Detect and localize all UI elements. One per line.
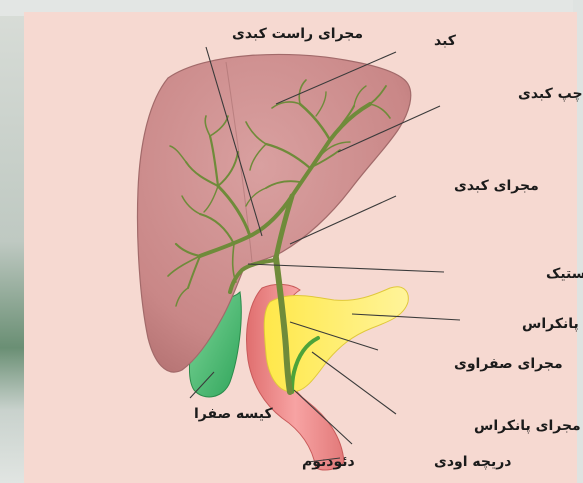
label-pancreatic-duct: مجرای پانکراس — [474, 418, 581, 434]
label-hepatic-duct: مجرای کبدی — [454, 178, 539, 194]
label-gallbladder: کیسه صفرا — [194, 406, 273, 422]
label-right-hepatic-duct: مجرای راست کبدی — [232, 26, 363, 42]
label-ampulla: دریچه اودی — [434, 454, 511, 470]
label-cystic-duct: مجرای کیستیک — [546, 266, 583, 282]
leader-pancreatic-duct — [312, 352, 396, 414]
label-bile-duct: مجرای صفراوی — [454, 356, 563, 372]
label-pancreas: پانکراس — [522, 316, 579, 332]
label-liver: کبد — [434, 33, 457, 49]
label-left-hepatic-duct: مجرای چپ کبدی — [518, 86, 583, 102]
label-duodenum: دئودنوم — [302, 454, 355, 470]
